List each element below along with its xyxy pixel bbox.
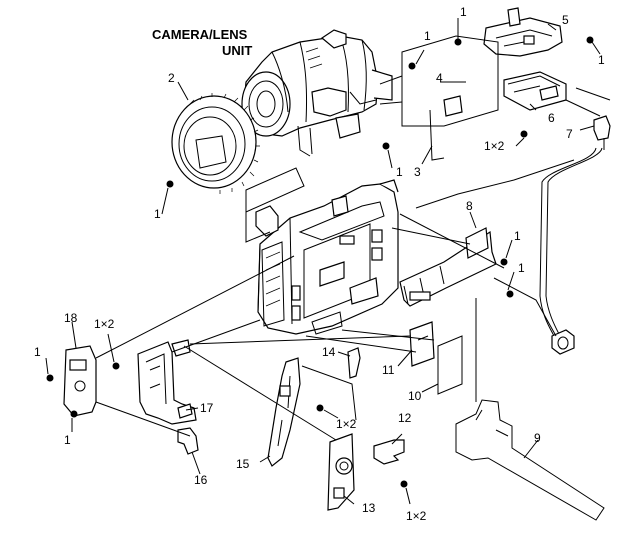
callout-label: 1×2 — [94, 317, 115, 331]
bracket-17 — [137, 339, 197, 425]
callout-label: 6 — [548, 111, 555, 125]
callout-label: 1 — [154, 207, 161, 221]
panel-4 — [401, 35, 499, 161]
board-18 — [63, 345, 97, 417]
callout-label: 15 — [236, 457, 250, 471]
callout-label: 7 — [566, 127, 573, 141]
leader-lines — [45, 18, 601, 505]
long-cable — [539, 147, 603, 355]
callout-label: 18 — [64, 311, 78, 325]
callout-label: 2 — [168, 71, 175, 85]
lens-ring — [171, 93, 260, 194]
callout-label: 9 — [534, 431, 541, 445]
screws — [46, 36, 594, 488]
main-chassis — [255, 179, 399, 335]
callout-label: 1×2 — [406, 509, 427, 523]
part-14 — [347, 347, 361, 379]
callout-label: 10 — [408, 389, 422, 403]
callout-label: 1 — [396, 165, 403, 179]
callout-label: 1 — [518, 261, 525, 275]
title-line-2: UNIT — [222, 43, 253, 58]
board-13 — [327, 433, 355, 511]
callout-label: 1 — [598, 53, 605, 67]
callout-label: 12 — [398, 411, 412, 425]
callout-label: 5 — [562, 13, 569, 27]
callout-label: 13 — [362, 501, 376, 515]
callout-label: 16 — [194, 473, 208, 487]
callout-label: 1 — [64, 433, 71, 447]
connector-7 — [593, 115, 611, 150]
callout-label: 14 — [322, 345, 336, 359]
callout-label: 11 — [382, 363, 395, 377]
callout-label: 8 — [466, 199, 473, 213]
panel-10 — [409, 321, 463, 395]
part-16 — [177, 427, 199, 455]
assembly-lines — [95, 75, 611, 441]
camera-lens-unit — [241, 29, 393, 157]
callout-label: 1 — [460, 5, 467, 19]
bracket-5 — [483, 7, 563, 57]
callout-label: 3 — [414, 165, 421, 179]
callout-label: 1 — [514, 229, 521, 243]
flex-cable-9 — [455, 298, 605, 521]
callout-label: 1 — [424, 29, 431, 43]
callout-label: 1×2 — [484, 139, 505, 153]
callout-label: 1 — [34, 345, 41, 359]
board-6 — [503, 71, 567, 111]
part-15 — [267, 357, 301, 467]
callout-label: 4 — [436, 71, 443, 85]
callout-label: 1×2 — [336, 417, 357, 431]
callout-label: 17 — [200, 401, 214, 415]
part-12 — [373, 439, 405, 465]
title-line-1: CAMERA/LENS — [152, 27, 248, 42]
